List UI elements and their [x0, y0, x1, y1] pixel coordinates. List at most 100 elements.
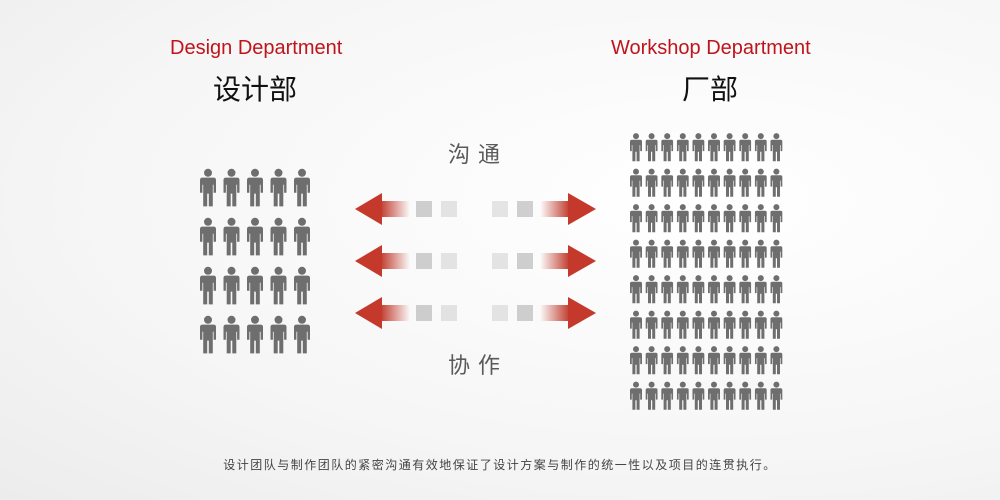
person-icon — [645, 133, 658, 162]
person-icon — [676, 275, 689, 304]
person-icon — [739, 239, 752, 268]
person-icon — [676, 168, 689, 197]
person-icon — [676, 346, 689, 375]
person-icon — [294, 266, 310, 305]
person-icon — [692, 310, 705, 339]
person-icon — [692, 239, 705, 268]
person-icon — [661, 133, 674, 162]
person-icon — [754, 310, 767, 339]
person-icon — [676, 381, 689, 410]
person-icon — [223, 266, 240, 305]
person-icon — [708, 133, 720, 162]
person-icon — [692, 204, 705, 233]
design-title-en: Design Department — [170, 37, 343, 59]
person-icon — [661, 310, 674, 339]
person-icon — [247, 168, 263, 207]
person-icon — [223, 315, 240, 354]
arrow-left-icon — [355, 245, 457, 277]
arrow-right-icon — [492, 245, 596, 277]
person-icon — [739, 168, 752, 197]
person-icon — [708, 204, 720, 233]
person-icon — [294, 315, 310, 354]
person-icon — [770, 275, 783, 304]
person-icon — [661, 168, 674, 197]
person-icon — [676, 239, 689, 268]
person-icon — [739, 275, 752, 304]
person-icon — [723, 381, 736, 410]
person-icon — [692, 168, 705, 197]
person-icon — [645, 239, 658, 268]
person-icon — [739, 346, 752, 375]
person-icon — [645, 310, 658, 339]
person-icon — [661, 275, 674, 304]
person-icon — [270, 217, 287, 256]
person-icon — [200, 266, 216, 305]
person-icon — [200, 217, 216, 256]
person-icon — [708, 168, 720, 197]
arrows-group — [355, 193, 596, 329]
person-icon — [754, 381, 767, 410]
person-icon — [770, 381, 783, 410]
person-icon — [661, 239, 674, 268]
person-icon — [270, 315, 287, 354]
person-icon — [723, 275, 736, 304]
person-icon — [247, 315, 263, 354]
person-icon — [270, 266, 287, 305]
design-title-zh: 设计部 — [213, 73, 298, 106]
person-icon — [739, 133, 752, 162]
person-icon — [630, 204, 642, 233]
person-icon — [200, 168, 216, 207]
person-icon — [630, 168, 642, 197]
person-icon — [661, 346, 674, 375]
person-icon — [754, 346, 767, 375]
person-icon — [692, 133, 705, 162]
person-icon — [723, 133, 736, 162]
person-icon — [770, 310, 783, 339]
person-icon — [630, 275, 642, 304]
person-icon — [708, 381, 720, 410]
person-icon — [754, 133, 767, 162]
person-icon — [247, 266, 263, 305]
person-icon — [247, 217, 263, 256]
caption-text: 设计团队与制作团队的紧密沟通有效地保证了设计方案与制作的统一性以及项目的连贯执行… — [223, 458, 777, 472]
person-icon — [754, 168, 767, 197]
person-icon — [661, 204, 674, 233]
person-icon — [708, 346, 720, 375]
person-icon — [708, 239, 720, 268]
person-icon — [723, 168, 736, 197]
person-icon — [200, 315, 216, 354]
person-icon — [630, 381, 642, 410]
arrow-right-icon — [492, 297, 596, 329]
person-icon — [754, 204, 767, 233]
person-icon — [754, 239, 767, 268]
arrow-left-icon — [355, 297, 457, 329]
person-icon — [676, 310, 689, 339]
person-icon — [723, 346, 736, 375]
person-icon — [723, 204, 736, 233]
person-icon — [739, 204, 752, 233]
person-icon — [723, 239, 736, 268]
arrow-left-icon — [355, 193, 457, 225]
person-icon — [645, 381, 658, 410]
person-icon — [294, 217, 310, 256]
person-icon — [270, 168, 287, 207]
person-icon — [294, 168, 310, 207]
person-icon — [739, 381, 752, 410]
person-icon — [630, 310, 642, 339]
person-icon — [739, 310, 752, 339]
communication-label: 沟通 — [448, 143, 509, 168]
person-icon — [676, 204, 689, 233]
workshop-title-en: Workshop Department — [611, 37, 811, 59]
person-icon — [708, 275, 720, 304]
person-icon — [645, 346, 658, 375]
person-icon — [754, 275, 767, 304]
person-icon — [692, 346, 705, 375]
person-icon — [645, 204, 658, 233]
arrow-right-icon — [492, 193, 596, 225]
workshop-team-group — [630, 133, 783, 410]
person-icon — [645, 275, 658, 304]
collaboration-label: 协作 — [448, 354, 509, 379]
person-icon — [223, 168, 240, 207]
